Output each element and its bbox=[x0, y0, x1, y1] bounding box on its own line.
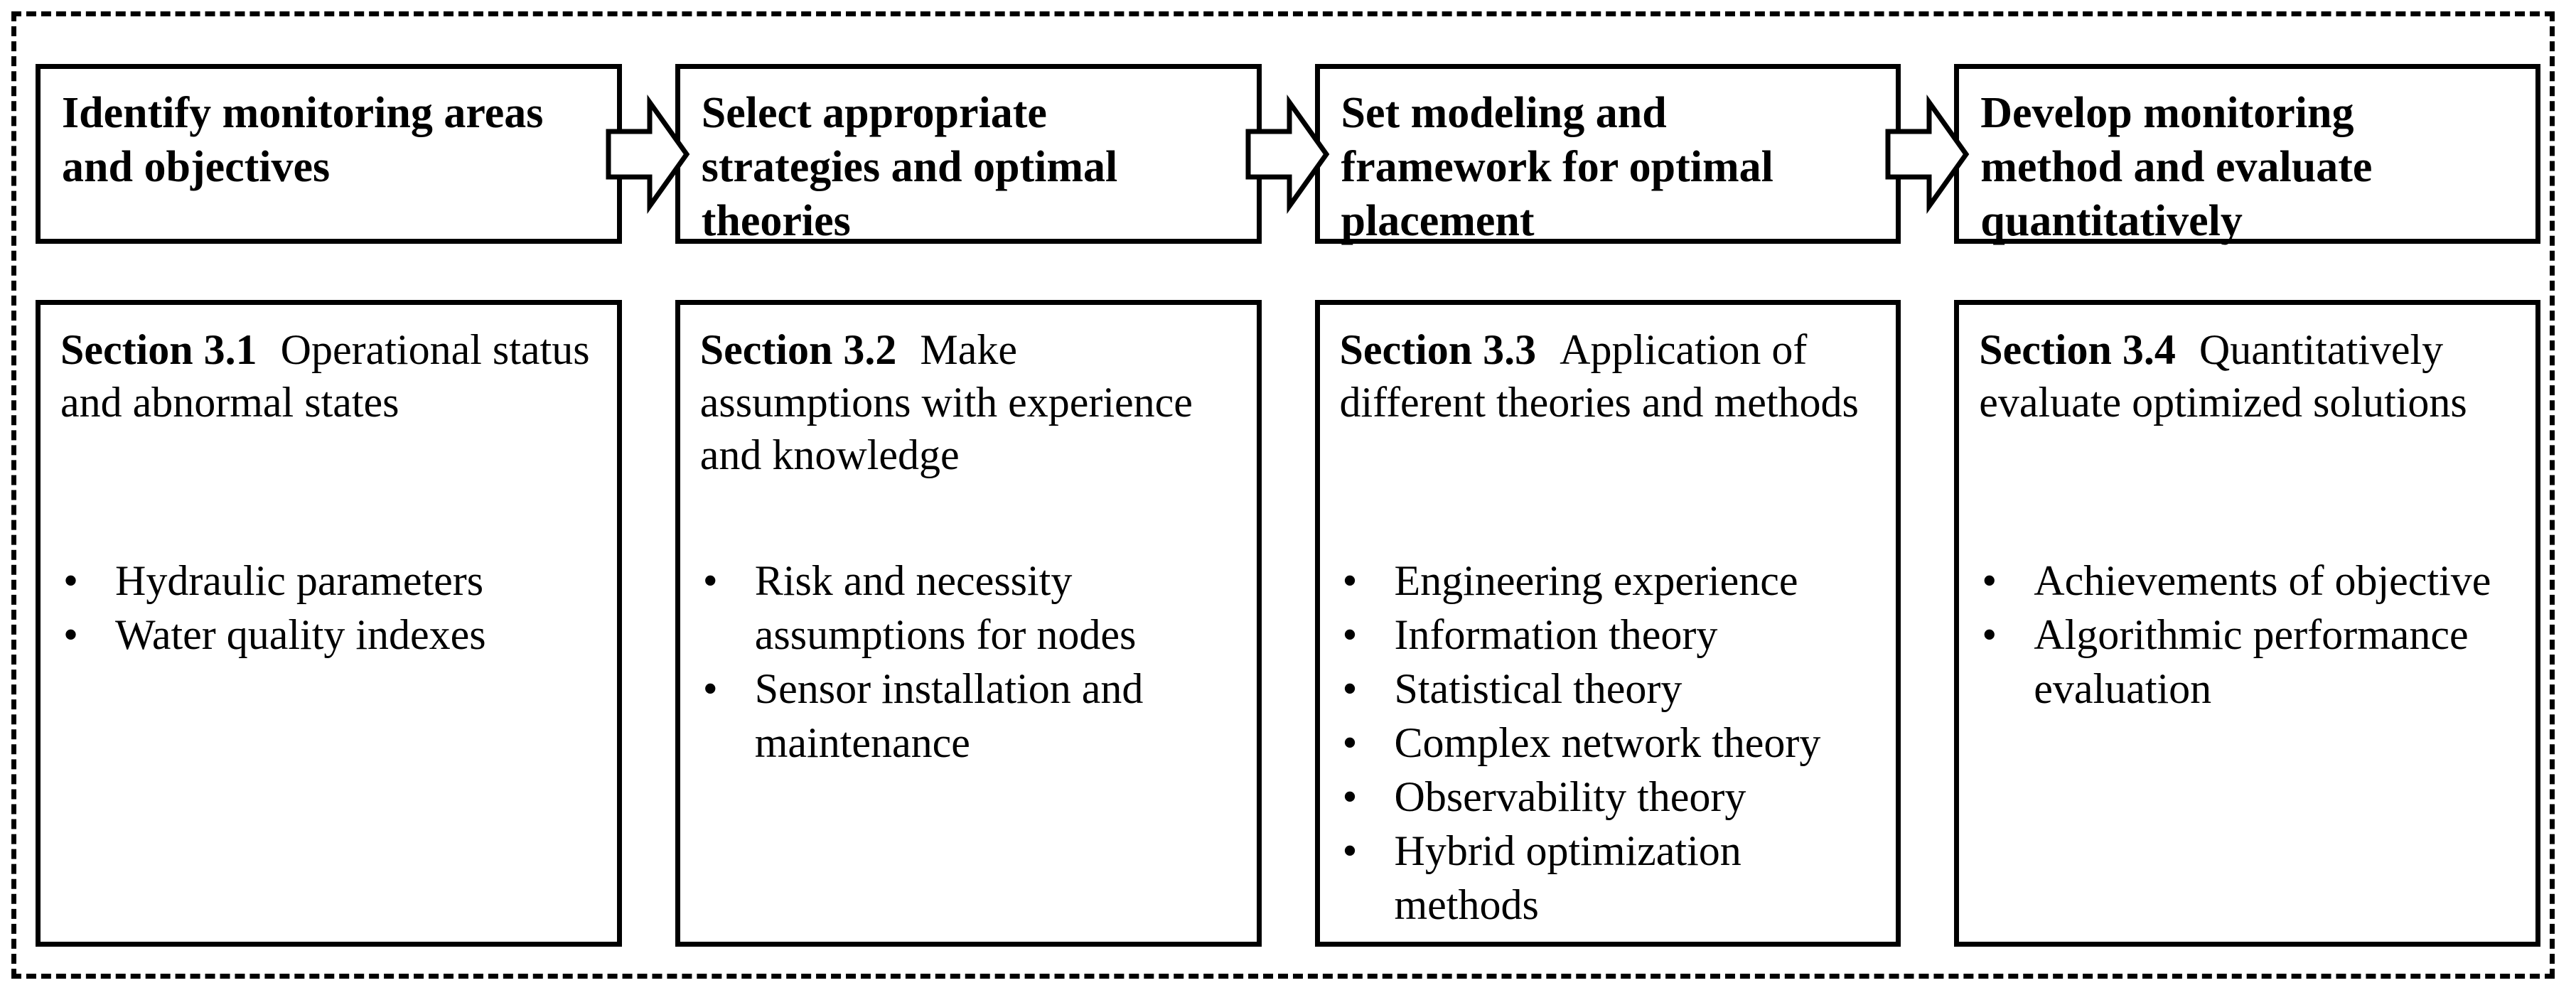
step-title-line: Set modeling and bbox=[1341, 89, 1667, 137]
section-bullet-list: • Hydraulic parameters • Water quality ind… bbox=[41, 554, 600, 662]
bullet-icon: • bbox=[1342, 773, 1358, 820]
bullet-item: • Algorithmic performance evaluation bbox=[1959, 608, 2518, 716]
bullet-icon: • bbox=[1982, 557, 1997, 604]
flowchart-grid: Identify monitoring areas and objectives… bbox=[36, 64, 2540, 947]
bullet-icon: • bbox=[63, 611, 79, 658]
section-summary: Operational status and abnormal states bbox=[60, 326, 590, 426]
bullet-text: Engineering experience bbox=[1394, 557, 1798, 604]
bullet-item: • Engineering experience bbox=[1320, 554, 1879, 608]
step-title-line: framework for optimal bbox=[1341, 143, 1773, 191]
step-box-develop-method: Develop monitoring method and evaluate q… bbox=[1954, 64, 2540, 245]
bullet-item: • Sensor installation and maintenance bbox=[680, 662, 1240, 770]
section-summary: Quantitatively evaluate optimized soluti… bbox=[1979, 326, 2467, 426]
dashed-outer-frame bbox=[11, 11, 2555, 979]
bullet-icon: • bbox=[1342, 557, 1358, 604]
section-number: Section 3.2 bbox=[699, 326, 897, 373]
bullet-icon: • bbox=[1982, 611, 1997, 658]
bullet-text: Water quality indexes bbox=[115, 611, 486, 658]
bullet-item: • Observability theory bbox=[1320, 770, 1879, 824]
step-title-line: theories bbox=[701, 197, 851, 245]
bullet-item: • Water quality indexes bbox=[41, 608, 600, 662]
section-number: Section 3.1 bbox=[60, 326, 257, 373]
section-summary: Make assumptions with experience and kno… bbox=[699, 326, 1193, 478]
section-bullet-list: • Achievements of objective • Algorithmic … bbox=[1959, 554, 2518, 716]
step-title-line: and objectives bbox=[62, 143, 331, 191]
step-title-line: Develop monitoring bbox=[1980, 89, 2354, 137]
section-bullet-list: • Risk and necessity assumptions for node… bbox=[680, 554, 1240, 770]
bullet-icon: • bbox=[702, 557, 718, 604]
bullet-item: • Hybrid optimization methods bbox=[1320, 824, 1879, 932]
bullet-icon: • bbox=[702, 665, 718, 712]
step-box-select-strategies: Select appropriate strategies and optima… bbox=[675, 64, 1262, 245]
arrow-right-icon bbox=[1245, 95, 1330, 214]
bullet-text: Information theory bbox=[1394, 611, 1718, 658]
arrow-right-icon bbox=[606, 95, 690, 214]
bullet-text: Algorithmic performance evaluation bbox=[2034, 611, 2469, 712]
bullet-item: • Risk and necessity assumptions for node… bbox=[680, 554, 1240, 662]
step-title-line: method and evaluate bbox=[1980, 143, 2373, 191]
bullet-icon: • bbox=[1342, 611, 1358, 658]
bullet-item: • Information theory bbox=[1320, 608, 1879, 662]
bullet-icon: • bbox=[63, 557, 79, 604]
bullet-text: Hybrid optimization methods bbox=[1394, 827, 1742, 928]
bullet-icon: • bbox=[1342, 719, 1358, 766]
step-box-identify-areas: Identify monitoring areas and objectives bbox=[36, 64, 622, 244]
bullet-text: Statistical theory bbox=[1394, 665, 1683, 712]
section-bullet-list: • Engineering experience • Information the… bbox=[1320, 554, 1879, 932]
bullet-text: Achievements of objective bbox=[2034, 557, 2491, 604]
bullet-text: Risk and necessity assumptions for nodes bbox=[754, 557, 1137, 658]
step-title-line: Identify monitoring areas bbox=[62, 89, 544, 137]
arrow-right-icon bbox=[1885, 95, 1970, 214]
bullet-item: • Achievements of objective bbox=[1959, 554, 2518, 608]
step-title-line: Select appropriate bbox=[701, 89, 1047, 137]
section-number: Section 3.4 bbox=[1979, 326, 2176, 373]
step-title-line: placement bbox=[1341, 197, 1535, 245]
bullet-text: Observability theory bbox=[1394, 773, 1746, 820]
bullet-item: • Hydraulic parameters bbox=[41, 554, 600, 608]
bullet-item: • Complex network theory bbox=[1320, 716, 1879, 770]
section-number: Section 3.3 bbox=[1339, 326, 1537, 373]
bullet-text: Complex network theory bbox=[1394, 719, 1821, 766]
bullet-item: • Statistical theory bbox=[1320, 662, 1879, 716]
bullet-text: Sensor installation and maintenance bbox=[754, 665, 1144, 766]
bullet-icon: • bbox=[1342, 827, 1358, 874]
bullet-icon: • bbox=[1342, 665, 1358, 712]
step-title-line: quantitatively bbox=[1980, 197, 2243, 245]
section-summary: Application of different theories and me… bbox=[1339, 326, 1859, 426]
bullet-text: Hydraulic parameters bbox=[115, 557, 484, 604]
step-title-line: strategies and optimal bbox=[701, 143, 1118, 191]
step-box-set-modeling: Set modeling and framework for optimal p… bbox=[1314, 64, 1901, 245]
